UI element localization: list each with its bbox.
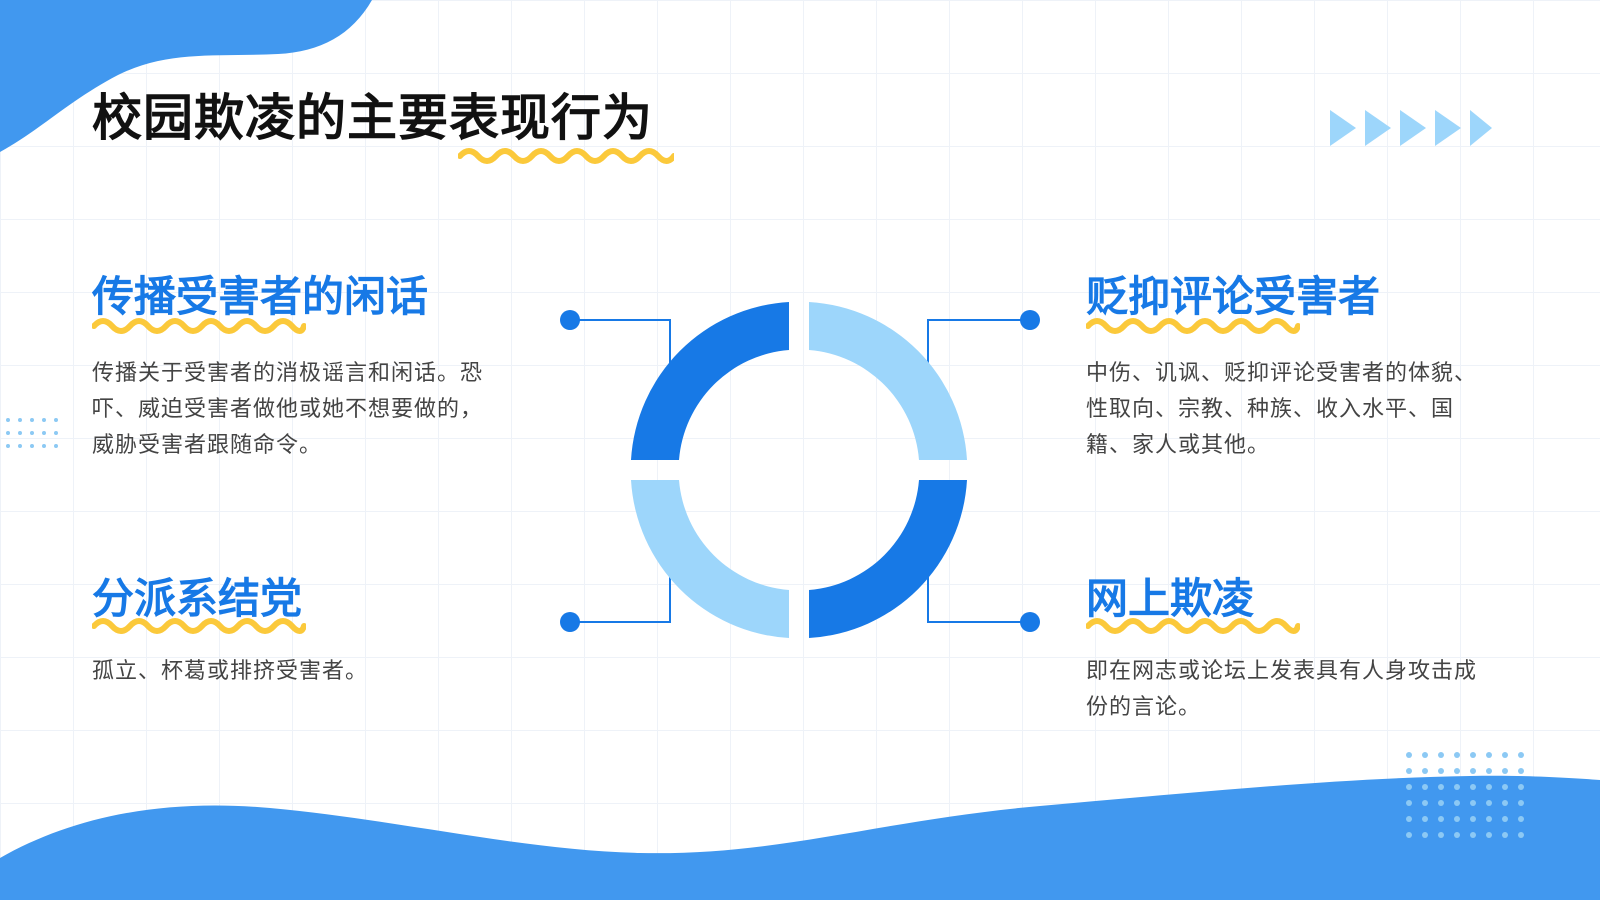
connector-line: [927, 572, 1030, 623]
connector-line: [570, 572, 671, 623]
connector-dot: [560, 612, 580, 632]
section-underline-squiggle: [92, 618, 306, 634]
section-underline-squiggle: [92, 318, 306, 334]
dot-grid-left: [6, 418, 58, 448]
dot-grid-bottom-right: [1406, 752, 1524, 838]
connector-dot: [1020, 612, 1040, 632]
ring-segment-top-right: [809, 302, 967, 460]
section-body-cliques: 孤立、杯葛或排挤受害者。: [92, 659, 369, 684]
page-title: 校园欺凌的主要表现行为: [92, 89, 653, 147]
arrow-chevrons-icon: [1330, 110, 1492, 146]
section-title-gossip: 传播受害者的闲话: [92, 272, 429, 321]
connector-dot: [560, 310, 580, 330]
ring-segment-top-left: [631, 302, 789, 460]
section-body-gossip: 传播关于受害者的消极谣言和闲话。恐吓、威迫受害者做他或她不想要做的，威胁受害者跟…: [92, 361, 484, 458]
section-underline-squiggle: [1086, 618, 1300, 634]
title-underline-squiggle: [458, 148, 674, 164]
ring-segment-bottom-right: [809, 480, 967, 638]
section-underline-squiggle: [1086, 318, 1300, 334]
section-body-disparaging: 中伤、讥讽、贬抑评论受害者的体貌、性取向、宗教、种族、收入水平、国籍、家人或其他…: [1086, 361, 1478, 458]
section-title-disparaging: 贬抑评论受害者: [1086, 272, 1381, 321]
ring-segment-bottom-left: [631, 480, 789, 638]
section-title-cyberbullying: 网上欺凌: [1086, 574, 1255, 623]
section-body-cyberbullying: 即在网志或论坛上发表具有人身攻击成份的言论。: [1086, 659, 1478, 720]
section-title-cliques: 分派系结党: [92, 574, 303, 623]
connector-line: [570, 319, 671, 370]
connector-line: [927, 319, 1030, 370]
connector-dot: [1020, 310, 1040, 330]
